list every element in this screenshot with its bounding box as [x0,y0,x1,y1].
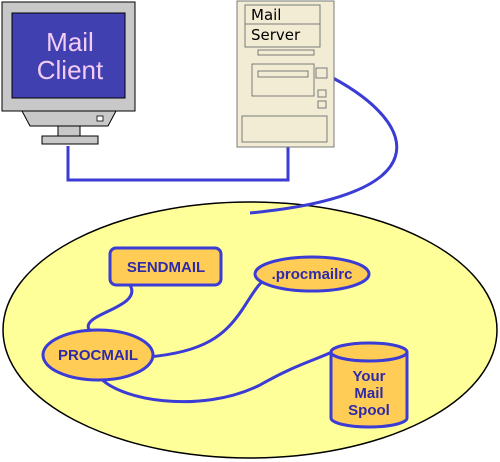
server-vent [241,115,328,143]
spool-label-line1: Your [352,368,385,385]
spool-label-line2: Mail [354,385,383,402]
server-front-panel [251,63,315,97]
mail-server-label-line2: Server [251,26,301,44]
sendmail-to-procmail-line [86,284,134,337]
procmail-to-spool-line [96,350,333,404]
server-power-button [315,67,328,79]
server-drive-slot [257,49,315,56]
mail-server-label-line1: Mail [251,6,281,24]
monitor-stem [57,125,81,137]
spool-cylinder-top [329,341,409,363]
mail-client-label-line2: Client [37,55,104,85]
spool-cylinder-body [329,352,409,429]
procmailrc-oval [253,255,371,293]
spool-label-line3: Spool [348,402,390,419]
procmailrc-label: .procmailrc [272,266,353,283]
server-indicator-2 [317,100,327,109]
mail-client-label-line1: Mail [46,27,94,57]
procmailrc-node: .procmailrc [253,255,371,293]
mail-client-monitor: Mail Client [1,1,136,145]
procmail-node: PROCMAIL [41,328,155,382]
mail-server-tower: Mail Server [236,0,335,148]
sendmail-node: SENDMAIL [108,246,223,287]
client-to-server-line [66,146,290,182]
server-to-oval-line [249,76,399,215]
server-drive-bay [257,70,309,78]
server-top-bay [244,4,321,48]
sendmail-box [108,246,223,287]
monitor-neck [21,110,117,127]
procmail-label: PROCMAIL [58,347,138,364]
monitor-screen [11,12,126,99]
procmail-to-procmailrc-line [147,278,265,359]
mail-spool-node: Your Mail Spool [329,341,409,429]
system-oval [2,201,498,459]
procmail-oval [41,328,155,382]
monitor-base [41,135,99,145]
server-indicator-1 [317,89,327,98]
sendmail-label: SENDMAIL [127,259,205,276]
monitor-button [96,115,104,122]
